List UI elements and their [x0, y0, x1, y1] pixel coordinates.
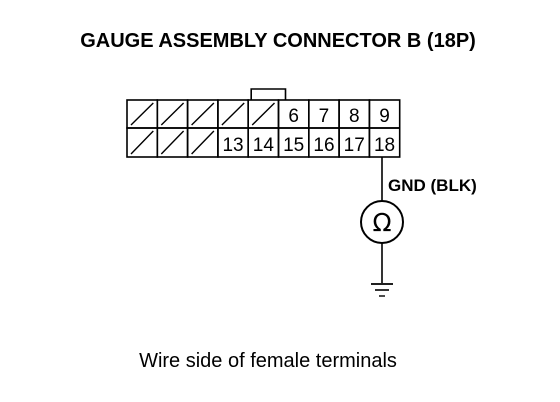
- ground-probe-circuit: GND (BLK) Ω: [360, 157, 477, 297]
- terminal-13: 13: [217, 127, 249, 158]
- ohm-symbol: Ω: [372, 208, 391, 237]
- blank-terminal: [247, 99, 280, 129]
- terminal-number: 15: [283, 135, 304, 156]
- blank-terminal: [217, 99, 249, 129]
- terminal-6: 6: [277, 99, 310, 129]
- blank-terminal: [186, 127, 219, 158]
- terminal-14: 14: [247, 127, 280, 158]
- blank-terminal: [156, 99, 189, 129]
- terminal-number: 14: [253, 135, 275, 156]
- wire-label: GND (BLK): [388, 176, 477, 195]
- terminal-number: 16: [313, 135, 334, 156]
- blank-terminal: [126, 127, 159, 158]
- terminal-number: 8: [349, 106, 360, 127]
- terminal-15: 15: [277, 127, 310, 158]
- caption: Wire side of female terminals: [139, 350, 397, 372]
- terminal-8: 8: [338, 99, 371, 129]
- ground-icon: [371, 283, 393, 297]
- terminal-number: 18: [374, 135, 395, 156]
- terminal-7: 7: [307, 99, 340, 129]
- terminal-number: 9: [379, 106, 390, 127]
- terminal-18: 18: [368, 127, 401, 158]
- terminal-17: 17: [338, 127, 371, 158]
- terminal-number: 6: [288, 106, 299, 127]
- terminal-number: 7: [319, 106, 330, 127]
- terminal-number: 13: [222, 135, 243, 156]
- blank-terminal: [186, 99, 219, 129]
- terminal-16: 16: [307, 127, 340, 158]
- lock-tab: [250, 88, 287, 100]
- blank-terminal: [126, 99, 159, 129]
- terminal-9: 9: [368, 99, 401, 129]
- blank-terminal: [156, 127, 189, 158]
- terminal-number: 17: [344, 135, 365, 156]
- diagram-title: GAUGE ASSEMBLY CONNECTOR B (18P): [80, 30, 476, 52]
